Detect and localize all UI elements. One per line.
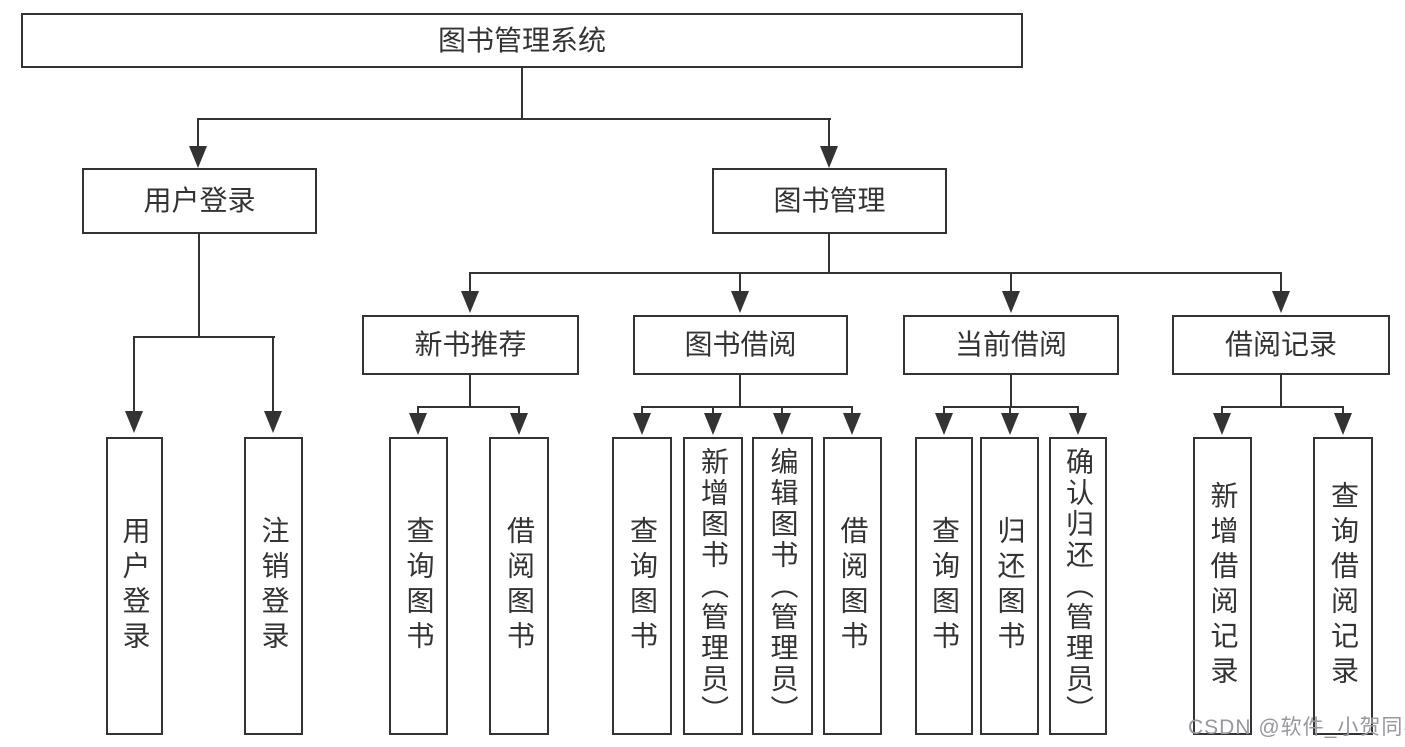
leaf-query-books-borrow: 查询图书 — [612, 437, 672, 735]
node-current-borrow-label: 当前借阅 — [954, 329, 1067, 360]
node-new-book-recommend: 新书推荐 — [362, 315, 579, 375]
arrowhead-down-icon — [731, 291, 749, 313]
arrowhead-down-icon — [1002, 291, 1020, 313]
arrowhead-down-icon — [1272, 291, 1290, 313]
leaf-query-books-recommend-label: 查询图书 — [403, 516, 435, 656]
leaf-add-borrow-record-label: 新增借阅记录 — [1207, 481, 1239, 691]
connector-leaf-stem — [417, 406, 419, 413]
leaf-add-book-admin: 新增图书（管理员） — [683, 437, 743, 735]
arrowhead-down-icon — [1334, 413, 1352, 435]
leaf-logout: 注销登录 — [244, 437, 303, 735]
connector-to-user-login — [197, 118, 199, 146]
leaf-logout-label: 注销登录 — [258, 516, 290, 656]
arrowhead-down-icon — [1069, 413, 1087, 435]
arrowhead-down-icon — [189, 146, 207, 168]
leaf-add-borrow-record: 新增借阅记录 — [1193, 437, 1252, 735]
connector-root-bus — [197, 118, 831, 120]
arrowhead-down-icon — [935, 413, 953, 435]
connector-leaf-stem — [641, 406, 643, 413]
connector-management-stem — [828, 234, 830, 272]
leaf-query-books-borrow-label: 查询图书 — [627, 516, 658, 656]
node-book-management-label: 图书管理 — [773, 185, 886, 216]
arrowhead-down-icon — [461, 291, 479, 313]
connector-records-bus — [1221, 406, 1344, 408]
connector-recommend-bus — [417, 406, 520, 408]
leaf-query-borrow-record: 查询借阅记录 — [1313, 437, 1373, 735]
node-book-borrow-label: 图书借阅 — [684, 329, 797, 360]
leaf-user-login: 用户登录 — [106, 437, 163, 735]
arrowhead-down-icon — [773, 413, 791, 435]
arrowhead-down-icon — [1213, 413, 1231, 435]
connector-records-stem — [1280, 375, 1282, 406]
leaf-query-books-recommend: 查询图书 — [389, 437, 448, 735]
leaf-query-borrow-record-label: 查询借阅记录 — [1328, 481, 1359, 691]
leaf-query-books-current-label: 查询图书 — [929, 516, 960, 656]
connector-leaf-stem — [851, 406, 853, 413]
leaf-edit-book-admin: 编辑图书（管理员） — [752, 437, 813, 735]
leaf-confirm-return-admin: 确认归还（管理员） — [1049, 437, 1107, 735]
arrowhead-down-icon — [125, 411, 143, 433]
arrowhead-down-icon — [409, 413, 427, 435]
connector-login-bus — [133, 336, 275, 338]
arrowhead-down-icon — [704, 413, 722, 435]
connector-borrow-bus — [641, 406, 853, 408]
node-new-book-recommend-label: 新书推荐 — [414, 329, 527, 360]
arrowhead-down-icon — [1001, 413, 1019, 435]
node-root-label: 图书管理系统 — [437, 24, 606, 56]
connector-leaf-stem — [1009, 406, 1011, 413]
connector-leaf-stem — [781, 406, 783, 413]
leaf-edit-book-admin-label: 编辑图书（管理员） — [767, 446, 799, 726]
connector-to-current-borrow — [1010, 272, 1012, 291]
leaf-return-book-label: 归还图书 — [994, 516, 1026, 656]
arrowhead-down-icon — [820, 146, 838, 168]
connector-current-stem — [1010, 375, 1012, 406]
connector-leaf-stem — [943, 406, 945, 413]
arrowhead-down-icon — [633, 413, 651, 435]
connector-login-stem — [198, 234, 200, 336]
connector-to-new-book-recommend — [469, 272, 471, 291]
leaf-user-login-label: 用户登录 — [119, 516, 151, 656]
connector-current-bus — [943, 406, 1079, 408]
csdn-watermark: CSDN @软件_小贺同学 — [1188, 716, 1405, 739]
connector-management-bus — [469, 272, 1282, 274]
connector-leaf-stem — [1221, 406, 1223, 413]
leaf-borrow-books: 借阅图书 — [823, 437, 882, 735]
node-borrow-records: 借阅记录 — [1172, 315, 1390, 375]
connector-borrow-stem — [739, 375, 741, 406]
connector-to-leaf-logout — [272, 336, 274, 411]
arrowhead-down-icon — [264, 411, 282, 433]
leaf-borrow-books-label: 借阅图书 — [837, 516, 869, 656]
node-borrow-records-label: 借阅记录 — [1224, 329, 1337, 360]
connector-recommend-stem — [469, 375, 471, 406]
node-user-login: 用户登录 — [82, 168, 317, 234]
connector-to-book-borrow — [739, 272, 741, 291]
leaf-return-book: 归还图书 — [980, 437, 1039, 735]
connector-leaf-stem — [518, 406, 520, 413]
leaf-borrow-books-recommend-label: 借阅图书 — [504, 516, 535, 656]
arrowhead-down-icon — [843, 413, 861, 435]
connector-root-stem — [521, 68, 523, 118]
connector-leaf-stem — [712, 406, 714, 413]
node-book-borrow: 图书借阅 — [633, 315, 848, 375]
connector-leaf-stem — [1342, 406, 1344, 413]
node-root: 图书管理系统 — [21, 13, 1023, 68]
node-book-management: 图书管理 — [712, 168, 947, 234]
leaf-confirm-return-admin-label: 确认归还（管理员） — [1063, 446, 1094, 726]
connector-to-book-management — [828, 118, 830, 146]
leaf-add-book-admin-label: 新增图书（管理员） — [698, 446, 729, 726]
connector-to-borrow-records — [1280, 272, 1282, 291]
connector-to-leaf-user-login — [133, 336, 135, 411]
leaf-borrow-books-recommend: 借阅图书 — [489, 437, 549, 735]
node-current-borrow: 当前借阅 — [903, 315, 1119, 375]
connector-leaf-stem — [1077, 406, 1079, 413]
node-user-login-label: 用户登录 — [143, 185, 256, 216]
arrowhead-down-icon — [510, 413, 528, 435]
leaf-query-books-current: 查询图书 — [915, 437, 973, 735]
